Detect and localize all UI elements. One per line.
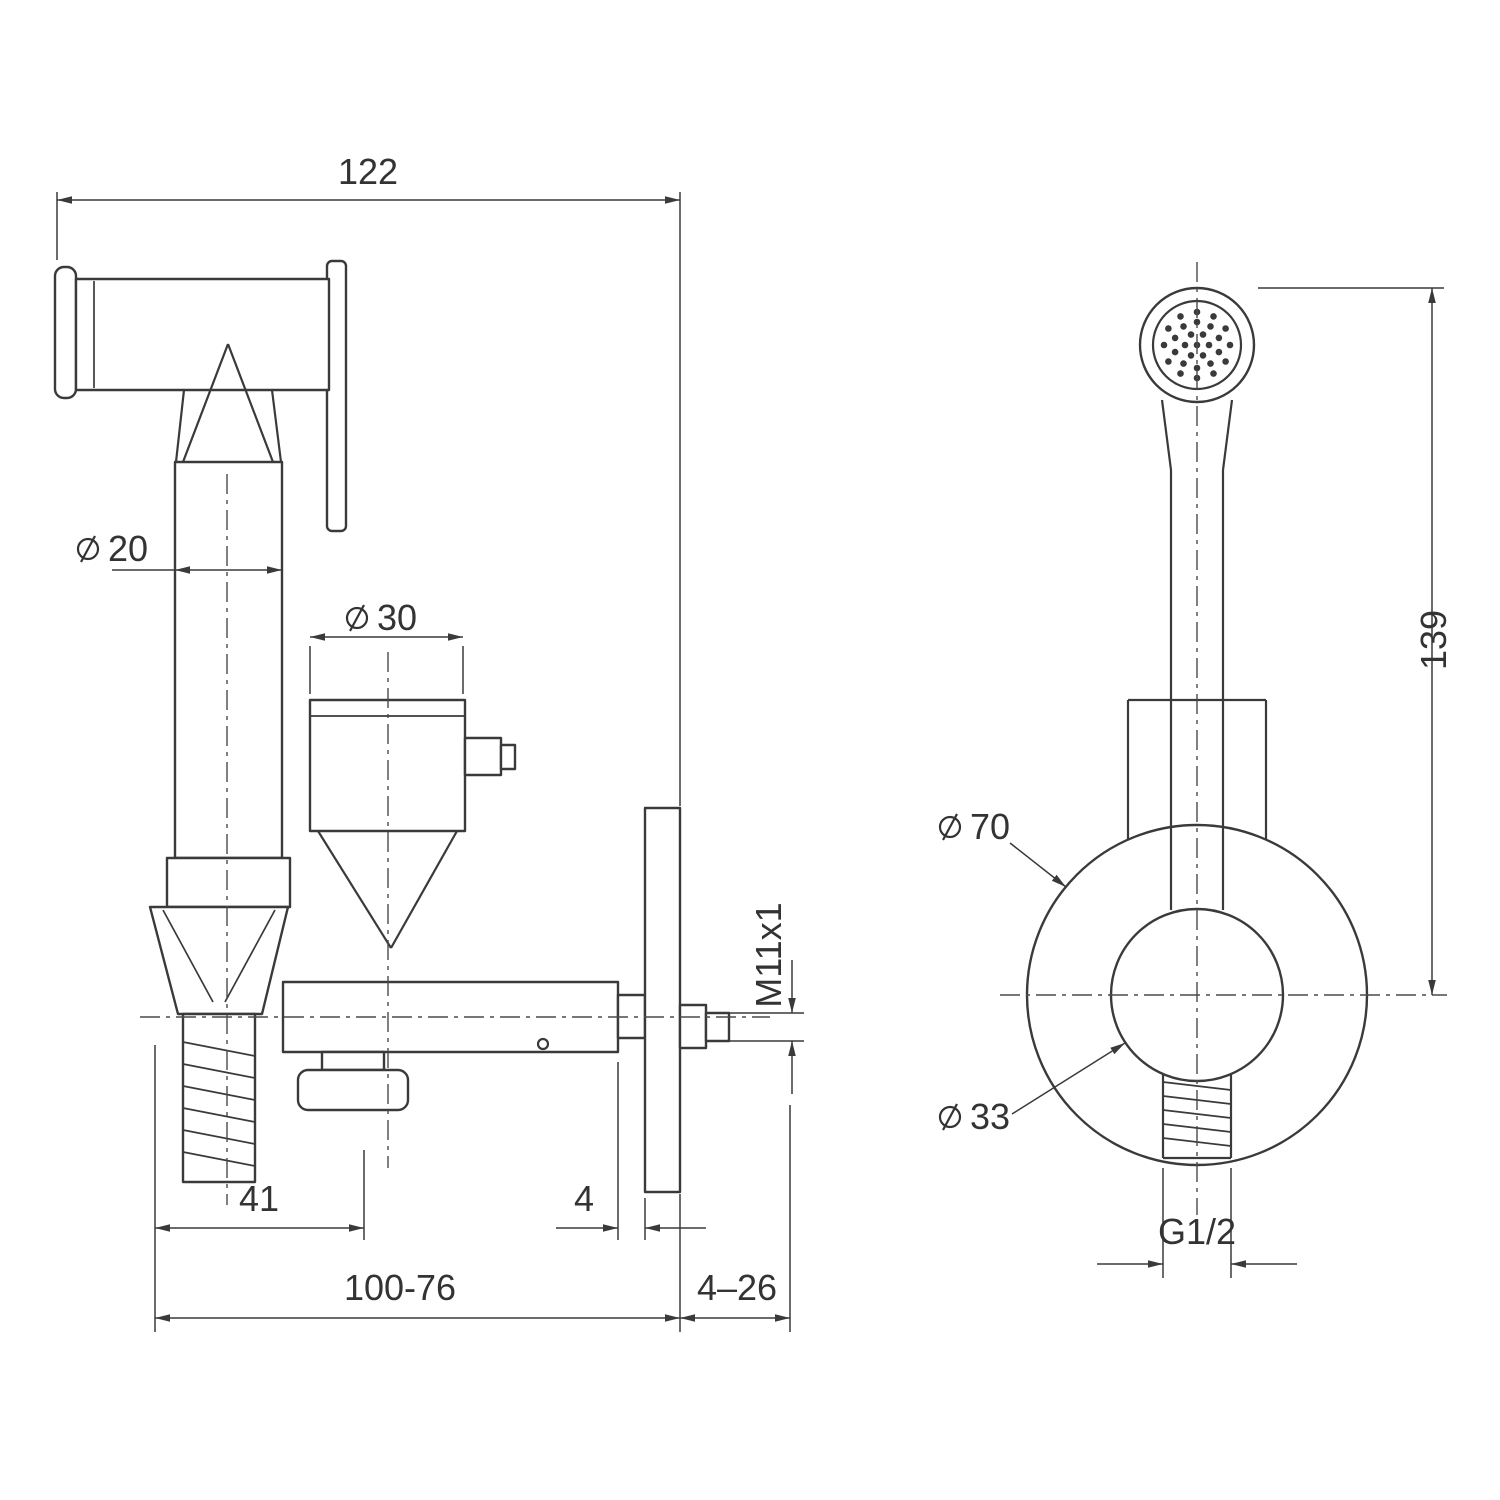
handle-tube xyxy=(173,460,284,860)
dim-122-label: 122 xyxy=(338,151,398,192)
diameter-icon xyxy=(345,604,369,632)
parking-cup xyxy=(148,905,290,1016)
dia-30-label: 30 xyxy=(377,597,417,638)
trigger-plate xyxy=(325,259,348,533)
dim-139: 139 xyxy=(1258,287,1454,995)
dim-4: 4 xyxy=(556,1062,706,1240)
dim-100-76: 100-76 xyxy=(155,1267,680,1322)
dim-41-label: 41 xyxy=(239,1178,279,1219)
dim-m11x1: M11x1 xyxy=(729,902,804,1094)
plug-neck xyxy=(320,1050,386,1072)
dim-100-76-label: 100-76 xyxy=(344,1267,456,1308)
dim-4-26: 4–26 xyxy=(680,1105,791,1332)
dim-122: 122 xyxy=(56,151,681,1332)
valve-cartridge-side xyxy=(308,698,517,949)
dim-dia-70: 70 xyxy=(938,806,1067,888)
diameter-icon xyxy=(938,813,962,841)
side-view xyxy=(53,259,770,1205)
valve-spout xyxy=(463,736,503,777)
head-body xyxy=(74,277,331,392)
dia-70-label: 70 xyxy=(970,806,1010,847)
dia-20-label: 20 xyxy=(108,528,148,569)
front-view xyxy=(1000,262,1447,1215)
wall-plate-side xyxy=(643,806,682,1194)
handle-and-holder-side xyxy=(148,460,292,1184)
inlet-nipple xyxy=(678,1003,708,1050)
spray-holes xyxy=(1160,308,1234,382)
plug-cap xyxy=(296,1068,410,1112)
dim-4-26-label: 4–26 xyxy=(697,1267,777,1308)
diameter-icon xyxy=(938,1103,962,1131)
thread-m11-label: M11x1 xyxy=(748,902,789,1007)
dim-g12: G1/2 xyxy=(1097,1168,1297,1278)
dim-139-label: 139 xyxy=(1413,610,1454,670)
dim-dia-20: 20 xyxy=(76,528,282,574)
dim-4-label: 4 xyxy=(574,1178,594,1219)
hose-thread-side xyxy=(181,1012,257,1184)
dim-dia-33: 33 xyxy=(938,1042,1126,1137)
diameter-icon xyxy=(76,535,100,563)
head-end-cap xyxy=(53,265,78,400)
dim-41: 41 xyxy=(154,1045,365,1332)
collar xyxy=(165,856,292,909)
spray-head-side xyxy=(53,259,348,533)
dia-33-label: 33 xyxy=(970,1096,1010,1137)
thread-g12-label: G1/2 xyxy=(1158,1211,1236,1252)
dim-dia-30: 30 xyxy=(309,597,464,694)
wall-body-side xyxy=(281,806,731,1194)
